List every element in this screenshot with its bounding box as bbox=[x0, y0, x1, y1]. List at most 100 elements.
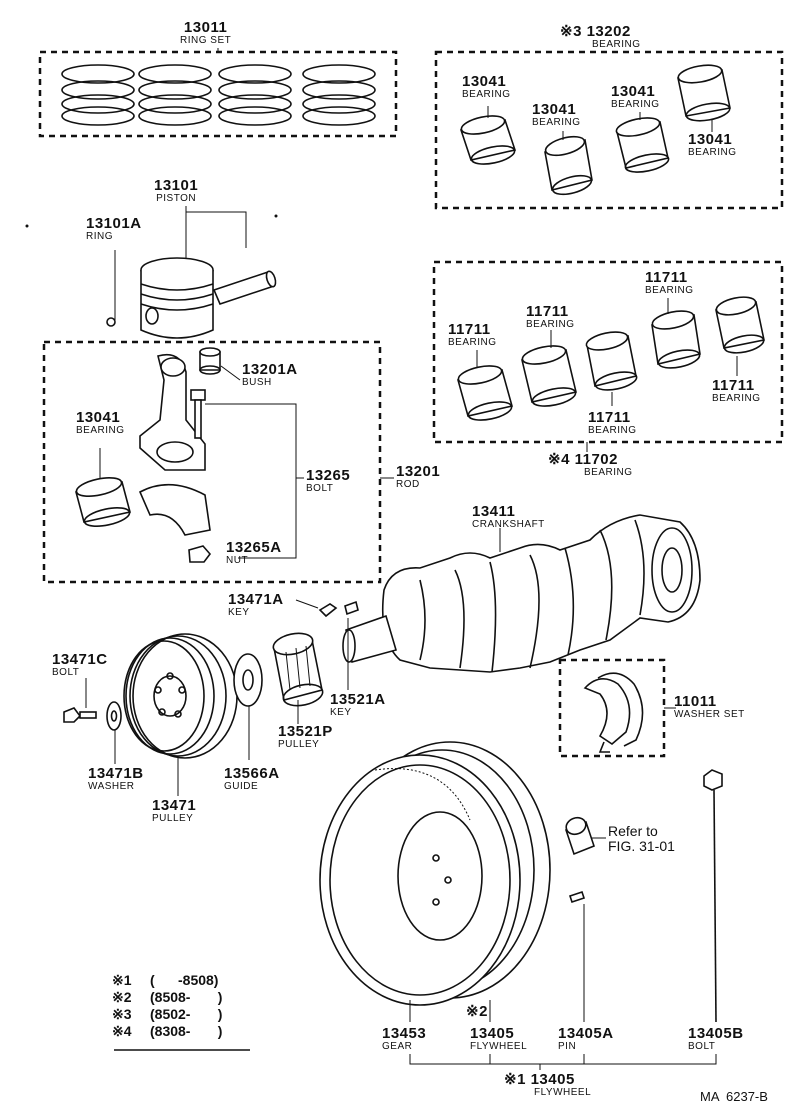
bearing-shell-icon bbox=[457, 365, 513, 421]
label-ring-set: 13011 RING SET bbox=[180, 20, 231, 46]
label-key-a: 13471A KEY bbox=[228, 592, 284, 618]
part-number: 13411 bbox=[472, 503, 516, 520]
part-number: 11711 bbox=[645, 269, 688, 286]
label-bearing-11711-d: 11711 BEARING bbox=[645, 270, 694, 296]
label-bearing-set-11702: ※4 11702 BEARING bbox=[548, 452, 633, 478]
part-name: PULLEY bbox=[152, 813, 194, 824]
legend-row: ※1( -8508) bbox=[112, 972, 252, 989]
part-name: BEARING bbox=[462, 89, 511, 100]
bearing-set-11702-group bbox=[432, 260, 784, 452]
part-name: WASHER bbox=[88, 781, 135, 792]
part-name: BEARING bbox=[448, 337, 497, 348]
part-number: 13265A bbox=[226, 539, 282, 556]
label-rod-nut: 13265A NUT bbox=[226, 540, 282, 566]
part-number: 13471 bbox=[152, 797, 197, 814]
flywheel-icon bbox=[319, 741, 551, 1006]
bearing-set-13202-group bbox=[434, 50, 784, 210]
asterisk-mark: ※3 bbox=[560, 23, 582, 40]
label-pin: 13405A PIN bbox=[558, 1026, 614, 1052]
label-flywheel: 13405 FLYWHEEL bbox=[470, 1026, 527, 1052]
label-bearing-11711-e: 11711 BEARING bbox=[712, 378, 761, 404]
label-flywheel-assy: ※1 13405 FLYWHEEL bbox=[504, 1072, 591, 1098]
connecting-rod-icon bbox=[139, 353, 206, 471]
part-name: BEARING bbox=[76, 425, 125, 436]
label-washer-b: 13471B WASHER bbox=[88, 766, 144, 792]
part-name: BEARING bbox=[645, 285, 694, 296]
part-number: 13041 bbox=[688, 131, 733, 148]
part-number: 13011 bbox=[183, 19, 228, 36]
label-flywheel-bolt: 13405B BOLT bbox=[688, 1026, 744, 1052]
part-number: 11711 bbox=[448, 321, 491, 338]
refer-note: Refer to FIG. 31-01 bbox=[608, 823, 675, 855]
part-number: 13405A bbox=[558, 1025, 614, 1042]
bearing-shell-icon bbox=[677, 64, 731, 122]
part-name: GUIDE bbox=[224, 781, 259, 792]
part-name: PIN bbox=[558, 1041, 577, 1052]
snap-ring-icon bbox=[106, 317, 116, 327]
legend-row: ※4(8308- ) bbox=[112, 1023, 252, 1040]
part-number: 13471B bbox=[88, 765, 144, 782]
part-name: ROD bbox=[396, 479, 420, 490]
part-number: 13566A bbox=[224, 765, 280, 782]
label-bearing-13041-b: 13041 BEARING bbox=[532, 102, 581, 128]
part-number: 13201 bbox=[396, 463, 441, 480]
part-name: PULLEY bbox=[278, 739, 320, 750]
legend-mark: ※4 bbox=[112, 1023, 132, 1039]
crankshaft-icon bbox=[342, 514, 701, 673]
part-number: 13101A bbox=[86, 215, 142, 232]
label-rod: 13201 ROD bbox=[396, 464, 440, 490]
bearing-shell-icon bbox=[615, 117, 670, 173]
flywheel-mark: ※2 bbox=[466, 1004, 488, 1019]
legend-mark: ※1 bbox=[112, 972, 132, 988]
part-name: BEARING bbox=[526, 319, 575, 330]
thrust-washer-icon bbox=[583, 672, 644, 753]
asterisk-mark: ※2 bbox=[466, 1003, 488, 1020]
bearing-shell-icon bbox=[651, 310, 701, 369]
rod-bearing-icon bbox=[75, 477, 131, 527]
label-key-b: 13521A KEY bbox=[330, 692, 386, 718]
legend-range: (8502- ) bbox=[150, 1006, 223, 1022]
part-number: 13471A bbox=[228, 591, 284, 608]
part-number: 13405B bbox=[688, 1025, 744, 1042]
legend-mark: ※2 bbox=[112, 989, 132, 1005]
bearing-shell-icon bbox=[715, 296, 765, 354]
part-name: WASHER SET bbox=[674, 709, 745, 720]
part-name: BUSH bbox=[242, 377, 272, 388]
piston-ring-3-icon bbox=[218, 64, 292, 126]
part-name: BOLT bbox=[52, 667, 80, 678]
timing-pulley-icon bbox=[272, 632, 324, 707]
part-name: BEARING bbox=[712, 393, 761, 404]
label-piston: 13101 PISTON bbox=[154, 178, 198, 204]
part-name: BEARING bbox=[588, 425, 637, 436]
figure-code: MA 6237-B bbox=[700, 1089, 768, 1104]
connecting-rod-group bbox=[42, 340, 394, 584]
rod-cap-icon bbox=[138, 483, 211, 536]
label-bearing-13041-d: 13041 BEARING bbox=[688, 132, 737, 158]
part-number: 11711 bbox=[588, 409, 631, 426]
part-name: BEARING bbox=[584, 467, 633, 478]
piston-pin-icon bbox=[212, 270, 277, 305]
legend-mark: ※3 bbox=[112, 1006, 132, 1022]
part-number: 13101 bbox=[154, 177, 199, 194]
part-name: CRANKSHAFT bbox=[472, 519, 545, 530]
bearing-shell-icon bbox=[544, 135, 593, 196]
bearing-shell-icon bbox=[459, 115, 517, 165]
part-name: NUT bbox=[226, 555, 249, 566]
part-number: 13405 bbox=[530, 1071, 575, 1088]
label-piston-ring: 13101A RING bbox=[86, 216, 142, 242]
key-icon bbox=[344, 600, 359, 616]
part-name: FLYWHEEL bbox=[534, 1087, 592, 1098]
part-name: RING SET bbox=[180, 35, 232, 46]
part-number: 13201A bbox=[242, 361, 298, 378]
label-rod-bolt: 13265 BOLT bbox=[306, 468, 350, 494]
part-number: 13471C bbox=[52, 651, 108, 668]
refer-note-line1: Refer to bbox=[608, 823, 658, 839]
rod-nut-icon bbox=[188, 545, 212, 563]
label-bolt-c: 13471C BOLT bbox=[52, 652, 108, 678]
pulley-bolt-icon bbox=[63, 707, 97, 723]
part-name: PISTON bbox=[156, 193, 197, 204]
part-number: 13405 bbox=[470, 1025, 515, 1042]
label-washer-set: 11011 WASHER SET bbox=[674, 694, 745, 720]
guide-washer-icon bbox=[233, 653, 263, 707]
